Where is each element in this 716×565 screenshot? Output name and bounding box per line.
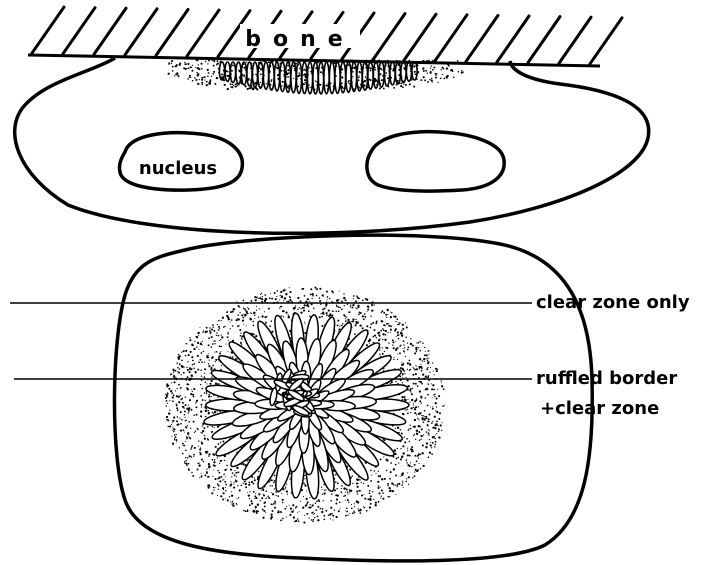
bone-label: bone <box>240 24 360 52</box>
plus-clear-zone-label: +clear zone <box>540 398 659 419</box>
clear-zone-side-stipple <box>168 59 464 91</box>
nucleus-label: nucleus <box>139 158 217 179</box>
bone-text: bone <box>245 27 354 52</box>
nucleus-right <box>367 132 504 192</box>
clear-zone-only-label: clear zone only <box>536 292 690 313</box>
ruffled-border-label: ruffled border <box>536 368 677 389</box>
cell-outline-side <box>15 58 649 233</box>
